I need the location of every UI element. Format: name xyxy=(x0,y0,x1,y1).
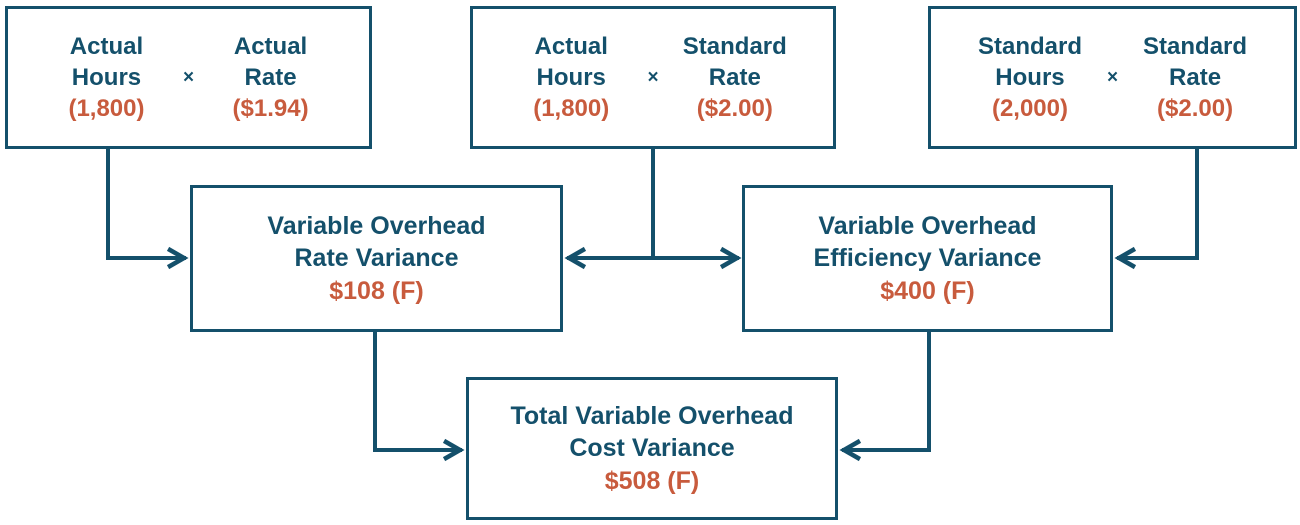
factor-label: Hours xyxy=(995,63,1065,91)
actual-hours-actual-rate-box: Actual Hours (1,800) × Actual Rate ($1.9… xyxy=(5,6,372,149)
variance-title: Variable Overhead xyxy=(267,211,486,240)
arrow-efficiency-variance-to-total xyxy=(839,329,931,462)
factor-label: Hours xyxy=(536,63,606,91)
standard-hours-standard-rate-box: Standard Hours (2,000) × Standard Rate (… xyxy=(928,6,1297,149)
variance-text: Variable Overhead Efficiency Variance $4… xyxy=(814,210,1042,308)
factor-label: Standard xyxy=(1143,32,1248,60)
variance-title: Rate Variance xyxy=(294,244,459,273)
actual-hours-standard-rate-box: Actual Hours (1,800) × Standard Rate ($2… xyxy=(470,6,836,149)
arrow-standard-to-efficiency-variance xyxy=(1114,144,1199,270)
total-variance-box: Total Variable Overhead Cost Variance $5… xyxy=(466,377,838,520)
factor-row: Actual Hours (1,800) × Actual Rate ($1.9… xyxy=(8,31,369,125)
factor-label: Standard xyxy=(682,32,787,60)
arrow-actual-to-rate-variance xyxy=(106,144,189,270)
factor-label: Rate xyxy=(1169,63,1222,91)
variance-title: Cost Variance xyxy=(569,434,735,463)
efficiency-variance-box: Variable Overhead Efficiency Variance $4… xyxy=(742,185,1113,332)
multiply-sign: × xyxy=(647,67,659,88)
variance-value: $508 (F) xyxy=(604,466,700,495)
variance-title: Total Variable Overhead xyxy=(510,401,794,430)
variance-value: $400 (F) xyxy=(880,276,975,305)
actual-hours-factor: Actual Hours (1,800) xyxy=(36,31,177,125)
standard-rate-factor: Standard Rate ($2.00) xyxy=(1124,31,1266,125)
standard-rate-factor: Standard Rate ($2.00) xyxy=(665,31,805,125)
factor-value: ($2.00) xyxy=(696,95,773,123)
variance-title: Variable Overhead xyxy=(818,211,1037,240)
arrow-rate-variance-to-total xyxy=(373,329,465,462)
factor-value: (2,000) xyxy=(991,95,1068,123)
factor-value: (1,800) xyxy=(533,95,610,123)
factor-label: Rate xyxy=(708,63,761,91)
factor-label: Rate xyxy=(244,63,297,91)
multiply-sign: × xyxy=(1106,67,1119,88)
actual-rate-factor: Actual Rate ($1.94) xyxy=(200,31,341,125)
factor-label: Hours xyxy=(71,63,142,91)
factor-value: ($1.94) xyxy=(232,95,309,123)
standard-hours-factor: Standard Hours (2,000) xyxy=(959,31,1101,125)
variance-text: Total Variable Overhead Cost Variance $5… xyxy=(511,400,794,498)
actual-hours-factor: Actual Hours (1,800) xyxy=(501,31,641,125)
variance-title: Efficiency Variance xyxy=(813,244,1042,273)
factor-value: (1,800) xyxy=(68,95,145,123)
factor-label: Actual xyxy=(534,32,608,60)
rate-variance-box: Variable Overhead Rate Variance $108 (F) xyxy=(190,185,563,332)
factor-label: Standard xyxy=(977,32,1082,60)
variance-text: Variable Overhead Rate Variance $108 (F) xyxy=(267,210,485,308)
variance-value: $108 (F) xyxy=(329,276,424,305)
factor-row: Actual Hours (1,800) × Standard Rate ($2… xyxy=(473,31,833,125)
factor-label: Actual xyxy=(69,32,144,60)
multiply-sign: × xyxy=(182,67,195,88)
factor-row: Standard Hours (2,000) × Standard Rate (… xyxy=(931,31,1294,125)
factor-value: ($2.00) xyxy=(1157,95,1234,123)
factor-label: Actual xyxy=(233,32,308,60)
